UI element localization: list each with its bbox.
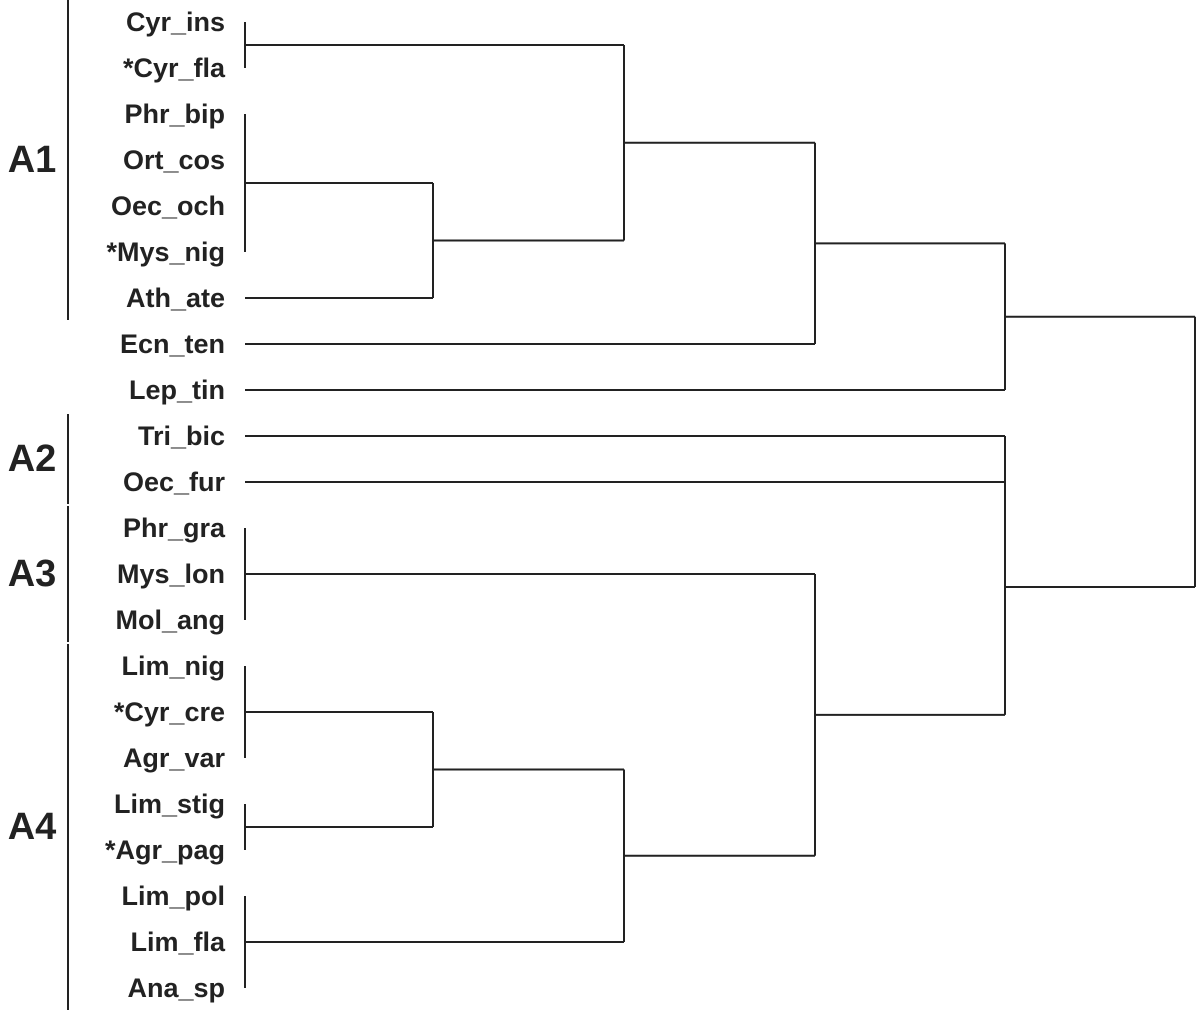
leaf-label-phr-bip: Phr_bip — [124, 99, 225, 129]
leaf-label-star-agr-pag: *Agr_pag — [105, 835, 225, 865]
group-label-a3: A3 — [8, 553, 57, 595]
leaf-label-lim-fla: Lim_fla — [130, 927, 226, 957]
branches — [244, 22, 1196, 988]
leaf-label-ath-ate: Ath_ate — [126, 283, 225, 313]
group-label-a1: A1 — [8, 139, 57, 181]
leaf-label-agr-var: Agr_var — [123, 743, 226, 773]
leaf-label-lep-tin: Lep_tin — [129, 375, 225, 405]
leaf-label-star-cyr-fla: *Cyr_fla — [123, 53, 226, 83]
leaf-label-mys-lon: Mys_lon — [117, 559, 225, 589]
leaf-label-lim-pol: Lim_pol — [121, 881, 225, 911]
leaf-label-oec-fur: Oec_fur — [123, 467, 226, 497]
leaf-label-mol-ang: Mol_ang — [115, 605, 225, 635]
group-label-a2: A2 — [8, 438, 57, 480]
leaf-label-lim-nig: Lim_nig — [121, 651, 225, 681]
leaf-label-tri-bic: Tri_bic — [138, 421, 225, 451]
leaf-label-cyr-ins: Cyr_ins — [126, 7, 225, 37]
leaf-label-ort-cos: Ort_cos — [123, 145, 225, 175]
leaf-label-oec-och: Oec_och — [111, 191, 225, 221]
leaf-label-star-mys-nig: *Mys_nig — [106, 237, 225, 267]
group-label-a4: A4 — [8, 806, 57, 848]
leaf-label-lim-stig: Lim_stig — [114, 789, 225, 819]
leaf-label-phr-gra: Phr_gra — [123, 513, 226, 543]
leaf-label-star-cyr-cre: *Cyr_cre — [114, 697, 225, 727]
leaf-label-ecn-ten: Ecn_ten — [120, 329, 225, 359]
leaf-label-ana-sp: Ana_sp — [127, 973, 225, 1003]
